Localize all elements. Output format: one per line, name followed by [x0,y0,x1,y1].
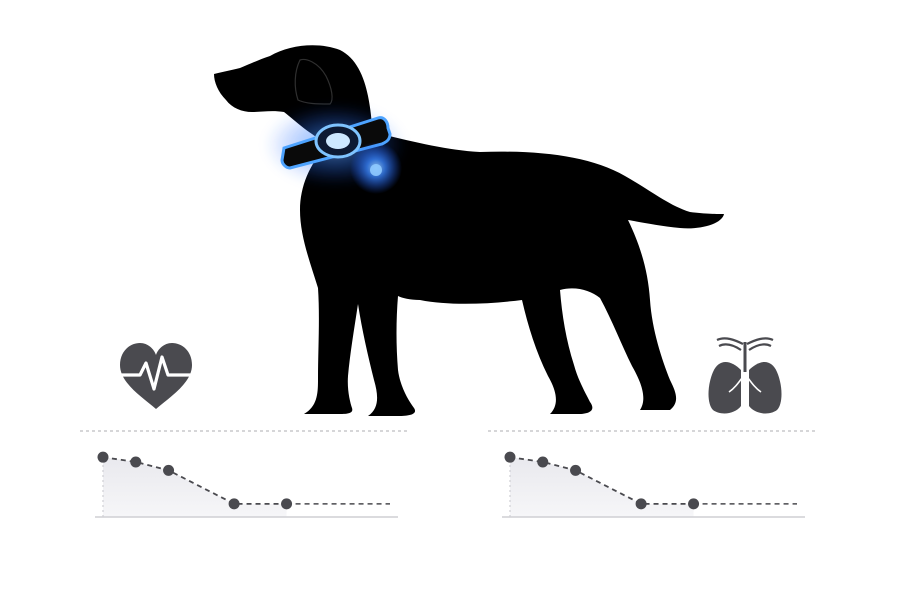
heart-rate-icon [118,343,194,409]
chart-point-3 [635,498,647,510]
respiration-chart [502,451,805,518]
chart-point-4 [281,498,293,510]
chart-point-4 [688,498,700,510]
chest-glow-core [370,164,382,176]
chart-point-1 [537,456,549,468]
heart-rate-chart [95,451,398,518]
dog-body [300,128,724,416]
lungs-icon [708,337,782,414]
smart-collar [265,105,405,194]
chart-point-0 [97,451,109,463]
dog-silhouette [214,45,724,416]
dog-ear [294,58,333,105]
chart-point-2 [570,464,582,476]
tracker-light [326,133,350,149]
chart-point-0 [504,451,516,463]
chart-point-3 [228,498,240,510]
chart-point-1 [130,456,142,468]
chart-area [510,457,694,517]
chart-area [103,457,287,517]
chart-point-2 [163,464,175,476]
